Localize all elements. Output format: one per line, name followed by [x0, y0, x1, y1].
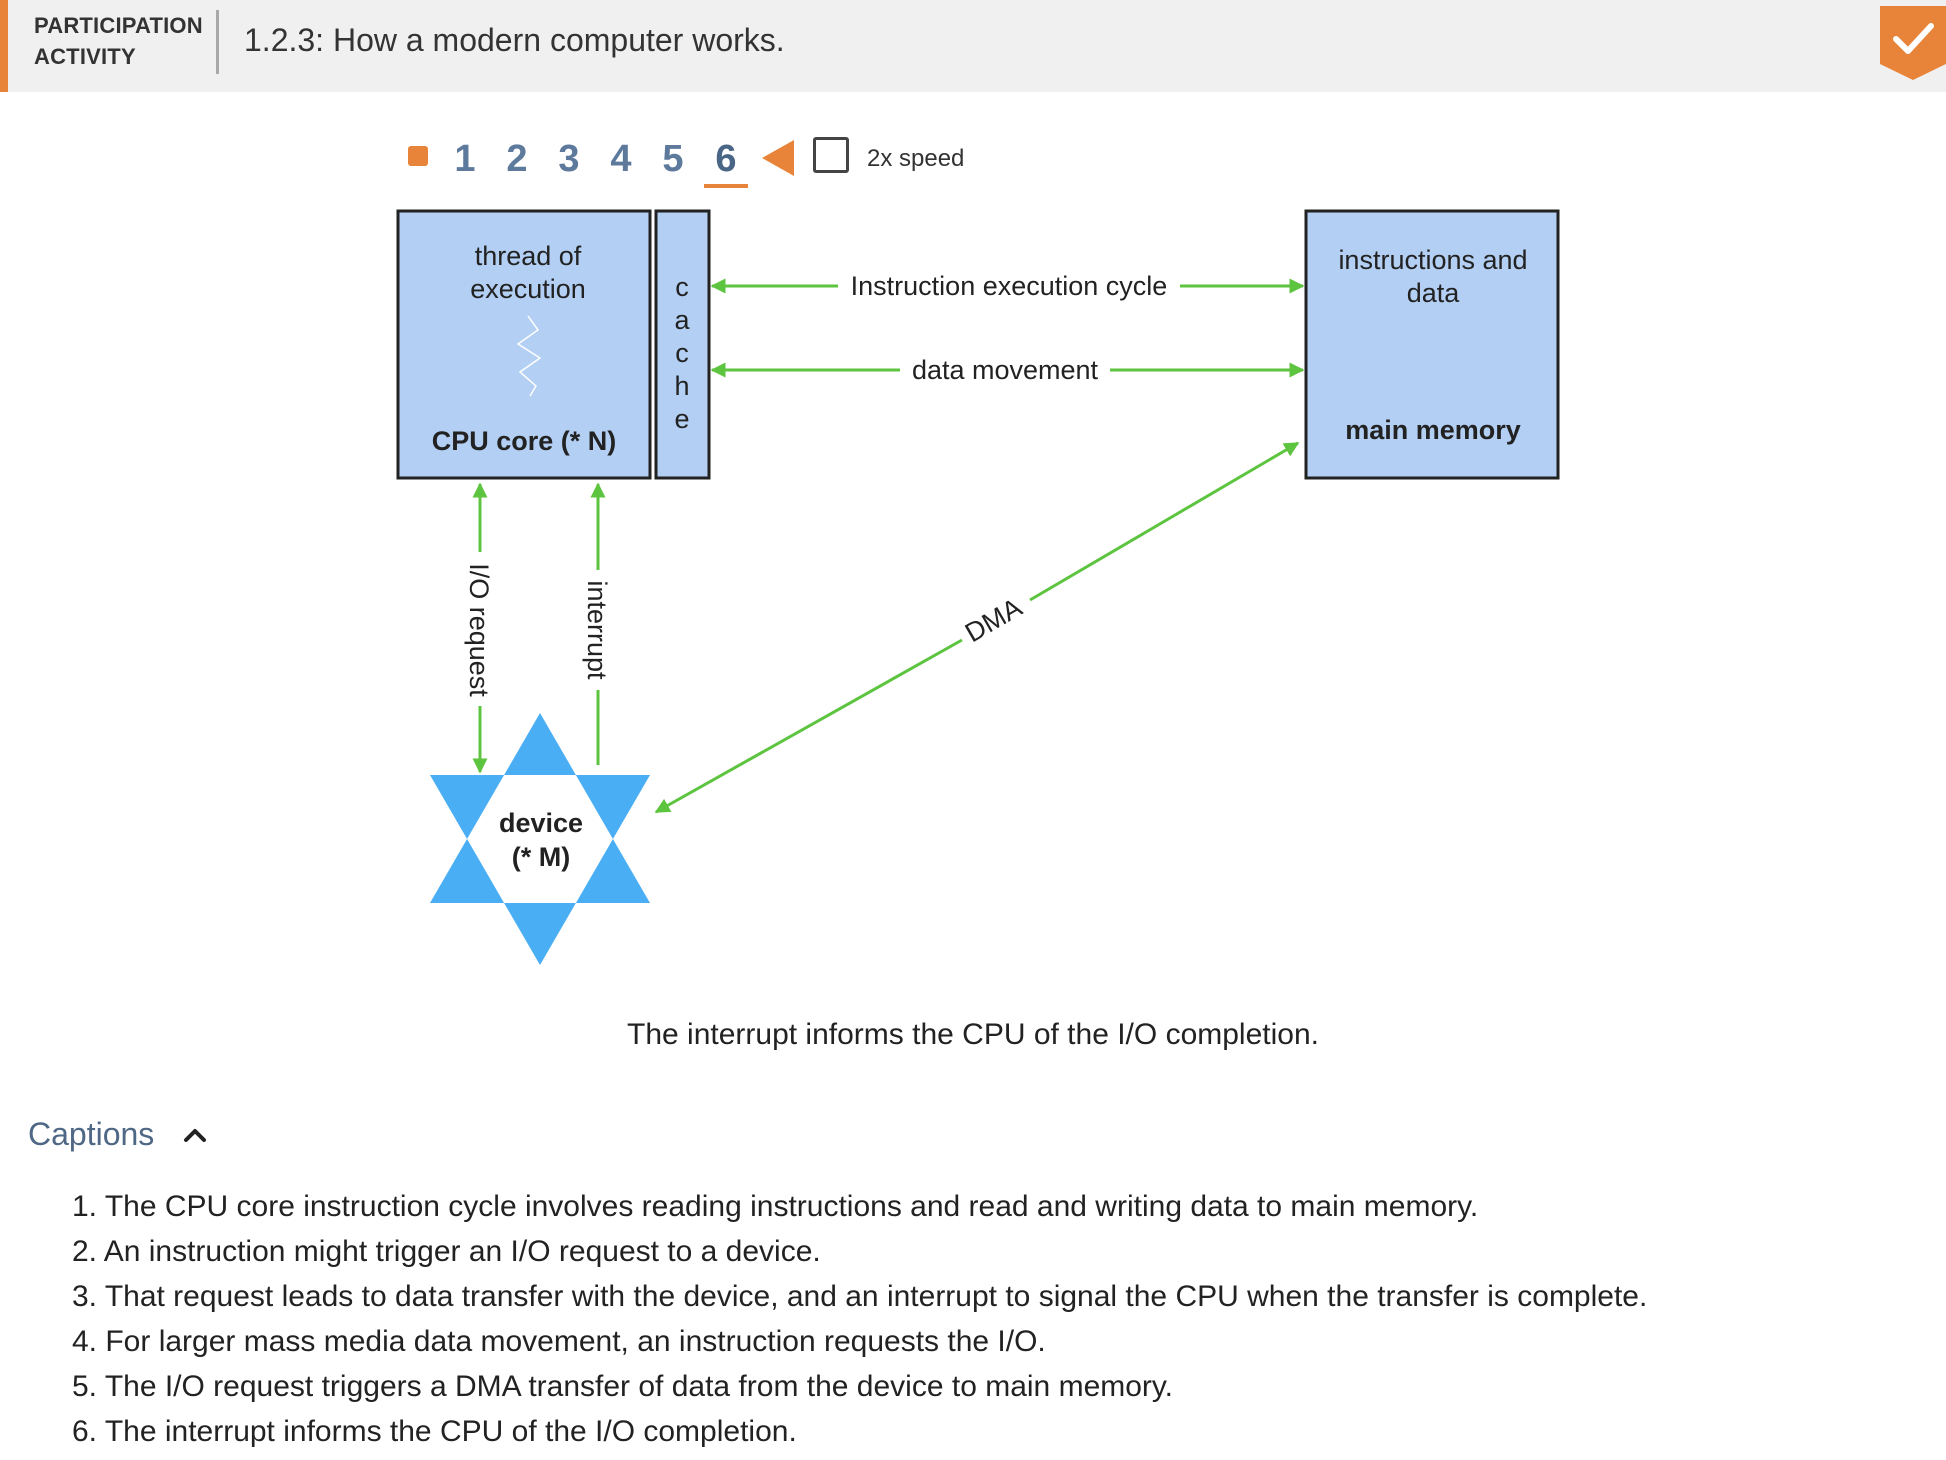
cache-letter: c	[675, 338, 689, 368]
step-4[interactable]: 4	[610, 138, 631, 180]
cache-letter: h	[674, 371, 689, 401]
participation-activity-label: PARTICIPATION ACTIVITY	[34, 10, 214, 72]
active-step-underline	[704, 184, 748, 188]
dma-label: DMA	[960, 592, 1027, 648]
cache-letter: e	[674, 404, 689, 434]
step-6[interactable]: 6	[715, 138, 736, 180]
cache-box	[654, 209, 711, 480]
memory-label-line-2: data	[1407, 278, 1461, 308]
play-back-icon[interactable]	[762, 140, 794, 176]
main-memory-box	[1304, 209, 1560, 480]
thread-squiggle	[516, 315, 542, 397]
data-movement-label: data movement	[912, 355, 1099, 385]
device-label-line-1: device	[499, 808, 583, 838]
io-request-label: I/O request	[464, 563, 494, 697]
label-line-1: PARTICIPATION	[34, 13, 203, 38]
step-5[interactable]: 5	[662, 138, 683, 180]
stop-icon[interactable]	[408, 146, 428, 166]
captions-list: 1. The CPU core instruction cycle involv…	[72, 1184, 1647, 1454]
dma-arrow-to-device	[654, 638, 963, 814]
caption-item: 3. That request leads to data transfer w…	[72, 1280, 1648, 1313]
step-2[interactable]: 2	[506, 138, 527, 180]
caption-item: 2. An instruction might trigger an I/O r…	[72, 1235, 821, 1268]
dma-arrow-to-memory	[1029, 441, 1300, 602]
thread-label-line-2: execution	[470, 274, 586, 304]
caption-item: 1. The CPU core instruction cycle involv…	[72, 1190, 1479, 1223]
step-3[interactable]: 3	[558, 138, 579, 180]
activity-title: 1.2.3: How a modern computer works.	[244, 22, 785, 58]
device-label-line-2: (* M)	[512, 842, 570, 872]
header-divider	[216, 10, 219, 74]
captions-title: Captions	[28, 1116, 155, 1152]
cpu-core-box	[396, 209, 652, 480]
caption-item: 4. For larger mass media data movement, …	[72, 1325, 1046, 1358]
chevron-up-icon	[184, 1128, 207, 1142]
speed-checkbox[interactable]	[813, 137, 849, 173]
computer-diagram: 1 2 3 4 5 6 thread of execution CPU core…	[396, 138, 1560, 965]
checkmark-icon	[1880, 6, 1946, 80]
instruction-cycle-label: Instruction execution cycle	[851, 271, 1168, 301]
memory-label-line-1: instructions and	[1338, 245, 1527, 275]
speed-label: 2x speed	[867, 145, 965, 172]
interrupt-label: interrupt	[582, 580, 612, 680]
caption-item: 6. The interrupt informs the CPU of the …	[72, 1415, 797, 1448]
cpu-core-label: CPU core (* N)	[432, 426, 617, 456]
thread-label-line-1: thread of	[475, 241, 582, 271]
main-memory-label: main memory	[1345, 415, 1521, 445]
cache-letter: a	[674, 305, 690, 335]
activity-header: PARTICIPATION ACTIVITY 1.2.3: How a mode…	[0, 0, 1946, 92]
captions-toggle[interactable]: Captions	[28, 1116, 210, 1153]
step-1[interactable]: 1	[454, 138, 475, 180]
device-star	[430, 713, 650, 965]
caption-item: 5. The I/O request triggers a DMA transf…	[72, 1370, 1174, 1403]
label-line-2: ACTIVITY	[34, 44, 136, 69]
cache-letter: c	[675, 272, 689, 302]
step-caption: The interrupt informs the CPU of the I/O…	[627, 1018, 1319, 1051]
